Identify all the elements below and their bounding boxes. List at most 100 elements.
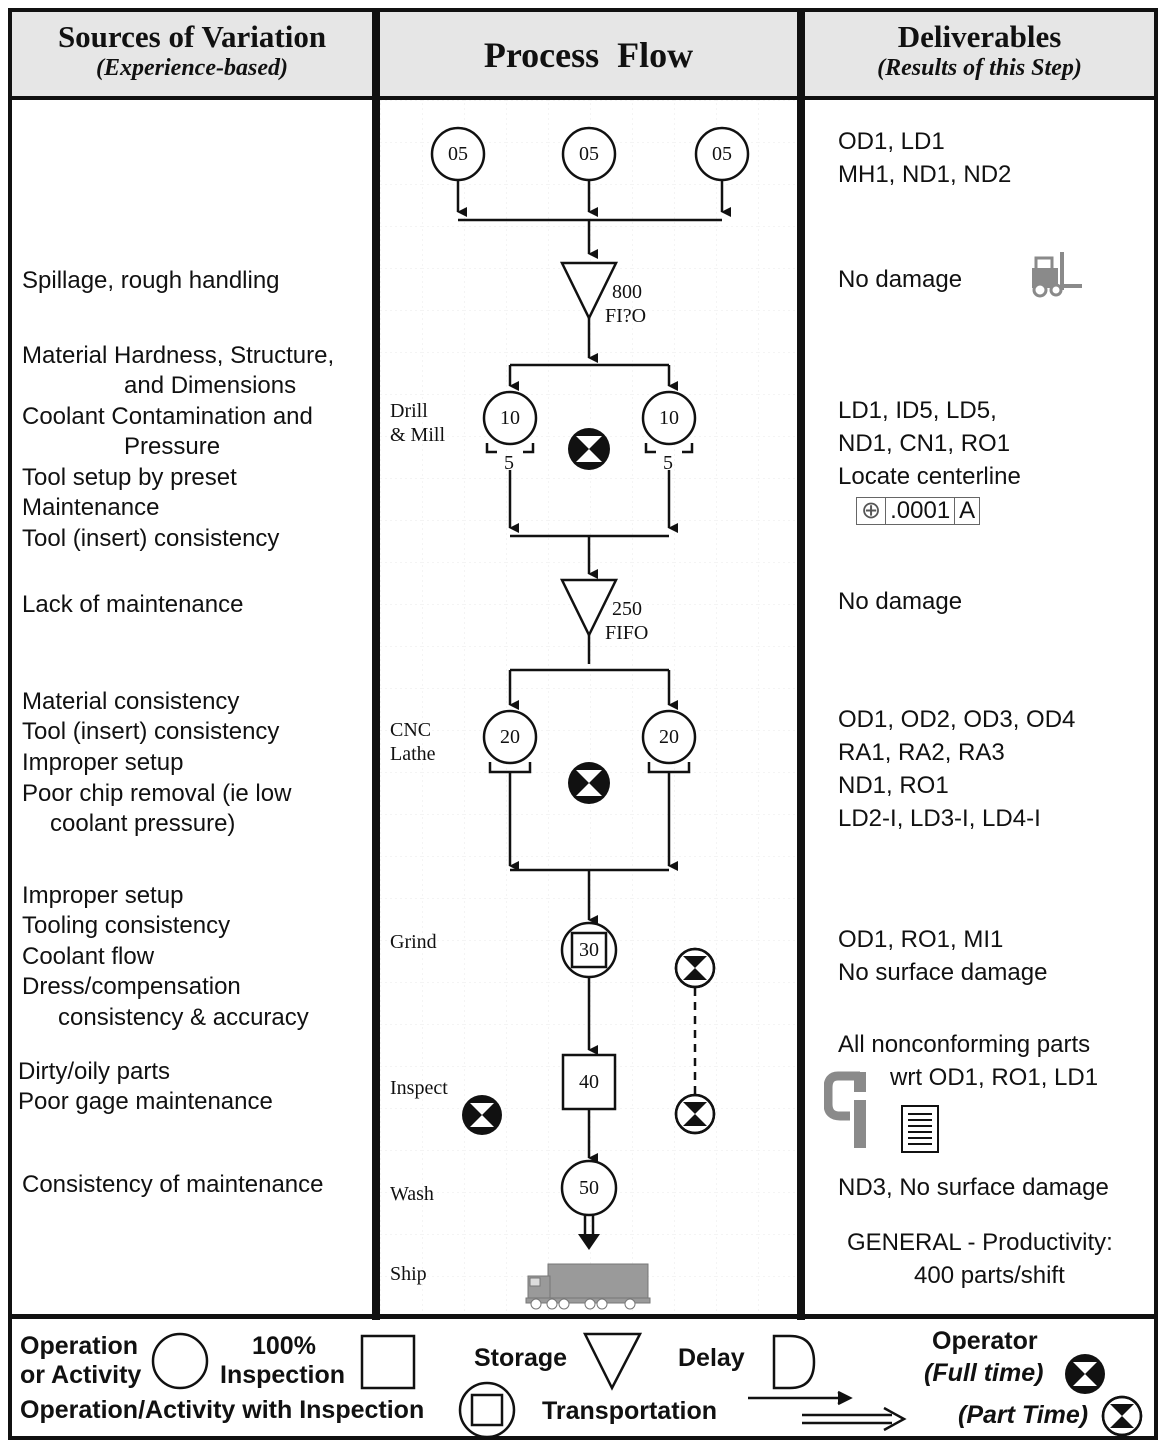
op-20-left <box>482 709 538 765</box>
micrometer-icon <box>824 1071 866 1148</box>
op-05-right-label: 05 <box>712 143 732 165</box>
deliv-5c: ND1, RO1 <box>838 772 949 799</box>
legend-fulltime-icon <box>1065 1354 1105 1394</box>
source-lathe-2: Tool (insert) consistency <box>22 718 280 745</box>
source-drill-3: Coolant Contamination and <box>22 403 313 430</box>
source-drill-4: Pressure <box>124 433 221 460</box>
legend-transportation: Transportation <box>542 1397 718 1425</box>
legend-inspection-1: 100% <box>252 1332 316 1360</box>
op-30-label: 30 <box>579 939 599 961</box>
header-sources: Sources of Variation (Experience-based) <box>12 12 372 100</box>
source-grind-2: Tooling consistency <box>22 912 231 939</box>
header-deliverables-title: Deliverables <box>897 19 1062 54</box>
legend-transport-arrow <box>748 1390 907 1432</box>
op-05-center-label: 05 <box>579 143 599 165</box>
op-10-left-label: 10 <box>500 407 520 429</box>
source-spillage: Spillage, rough handling <box>22 267 280 294</box>
legend-storage-symbol <box>582 1332 643 1391</box>
op-10-right-sub: 5 <box>663 452 673 474</box>
deliv-4: No damage <box>838 588 963 615</box>
legend-part-time: (Part Time) <box>958 1401 1089 1429</box>
deliv-7a: All nonconforming parts <box>838 1031 1091 1058</box>
legend-parttime-icon <box>1101 1395 1143 1437</box>
label-drill: Drill <box>390 400 428 422</box>
op-40-label: 40 <box>579 1071 599 1093</box>
op-10-left-sub: 5 <box>504 452 514 474</box>
legend-divider <box>8 1314 1158 1319</box>
gdt-feature-control-frame: ⊕ .0001 A <box>856 497 981 525</box>
storage1-qty: 800 <box>612 281 642 303</box>
deliv-9b: 400 parts/shift <box>914 1262 1065 1289</box>
source-lack-maintenance: Lack of maintenance <box>22 591 244 618</box>
storage-triangle-2 <box>559 578 619 638</box>
source-drill-5: Tool setup by preset <box>22 464 237 491</box>
deliv-5a: OD1, OD2, OD3, OD4 <box>838 706 1076 733</box>
storage1-rule: FI?O <box>605 305 647 327</box>
source-lathe-1: Material consistency <box>22 688 240 715</box>
forklift-icon <box>1032 252 1082 298</box>
legend-inspection-2: Inspection <box>220 1361 346 1389</box>
deliv-5d: LD2-I, LD3-I, LD4-I <box>838 805 1041 832</box>
deliv-1a: OD1, LD1 <box>838 128 945 155</box>
position-symbol: ⊕ <box>857 498 887 524</box>
column-divider-right <box>797 8 805 1320</box>
source-drill-7: Tool (insert) consistency <box>22 525 280 552</box>
gdt-datum: A <box>959 497 976 524</box>
deliv-9a: GENERAL - Productivity: <box>847 1229 1113 1256</box>
legend-operation-symbol <box>151 1332 209 1390</box>
op-10-left <box>482 390 538 446</box>
operator-fulltime-icon-2 <box>568 762 610 804</box>
legend-delay: Delay <box>678 1344 745 1372</box>
truck-icon <box>525 1263 651 1310</box>
source-drill-6: Maintenance <box>22 494 160 521</box>
deliv-3c: Locate centerline <box>838 463 1021 490</box>
label-grind: Grind <box>390 931 437 953</box>
header-deliverables: Deliverables (Results of this Step) <box>805 12 1154 100</box>
source-wash: Consistency of maintenance <box>22 1171 324 1198</box>
deliv-3a: LD1, ID5, LD5, <box>838 397 997 424</box>
header-process-title: Process Flow <box>483 35 694 75</box>
source-grind-5: consistency & accuracy <box>58 1004 309 1031</box>
outer-frame <box>8 8 1158 1440</box>
op-10-right-label: 10 <box>659 407 679 429</box>
operator-fulltime-icon-3 <box>462 1095 502 1135</box>
deliv-7b: wrt OD1, RO1, LD1 <box>890 1064 1099 1091</box>
label-mill: & Mill <box>390 424 446 446</box>
operator-parttime-icon-1 <box>674 947 716 989</box>
legend-full-time: (Full time) <box>924 1359 1044 1387</box>
label-ship: Ship <box>390 1263 427 1285</box>
op-20-left-label: 20 <box>500 726 520 748</box>
deliv-3b: ND1, CN1, RO1 <box>838 430 1011 457</box>
legend-operator: Operator <box>932 1327 1038 1355</box>
source-lathe-4: Poor chip removal (ie low <box>22 780 292 807</box>
inspect-40 <box>561 1053 617 1111</box>
header-sources-subtitle: (Experience-based) <box>96 55 288 81</box>
column-divider-left <box>372 8 380 1320</box>
header-process: Process Flow <box>380 12 797 100</box>
legend-storage: Storage <box>474 1344 568 1372</box>
deliv-6b: No surface damage <box>838 959 1048 986</box>
op-50-label: 50 <box>579 1177 599 1199</box>
op-20-right <box>641 709 697 765</box>
storage-triangle-1 <box>559 261 619 321</box>
source-drill-2: and Dimensions <box>124 372 297 399</box>
op-05-left-label: 05 <box>448 143 468 165</box>
legend-delay-symbol <box>772 1334 816 1390</box>
storage2-qty: 250 <box>612 598 642 620</box>
deliv-8: ND3, No surface damage <box>838 1174 1109 1201</box>
legend-symbols <box>151 1332 1143 1439</box>
legend-operation-2: or Activity <box>20 1361 142 1389</box>
label-inspect: Inspect <box>390 1077 448 1099</box>
operator-parttime-icon-2 <box>674 1093 716 1135</box>
source-grind-4: Dress/compensation <box>22 973 241 1000</box>
op-20-right-label: 20 <box>659 726 679 748</box>
label-lathe: Lathe <box>390 743 436 765</box>
label-cnc: CNC <box>390 719 432 741</box>
header-sources-title: Sources of Variation <box>57 19 327 54</box>
header-deliverables-subtitle: (Results of this Step) <box>877 55 1082 81</box>
deliv-6a: OD1, RO1, MI1 <box>838 926 1004 953</box>
storage2-rule: FIFO <box>605 622 649 644</box>
legend-operation-1: Operation <box>20 1332 139 1360</box>
source-grind-3: Coolant flow <box>22 943 155 970</box>
source-inspect-1: Dirty/oily parts <box>18 1058 171 1085</box>
